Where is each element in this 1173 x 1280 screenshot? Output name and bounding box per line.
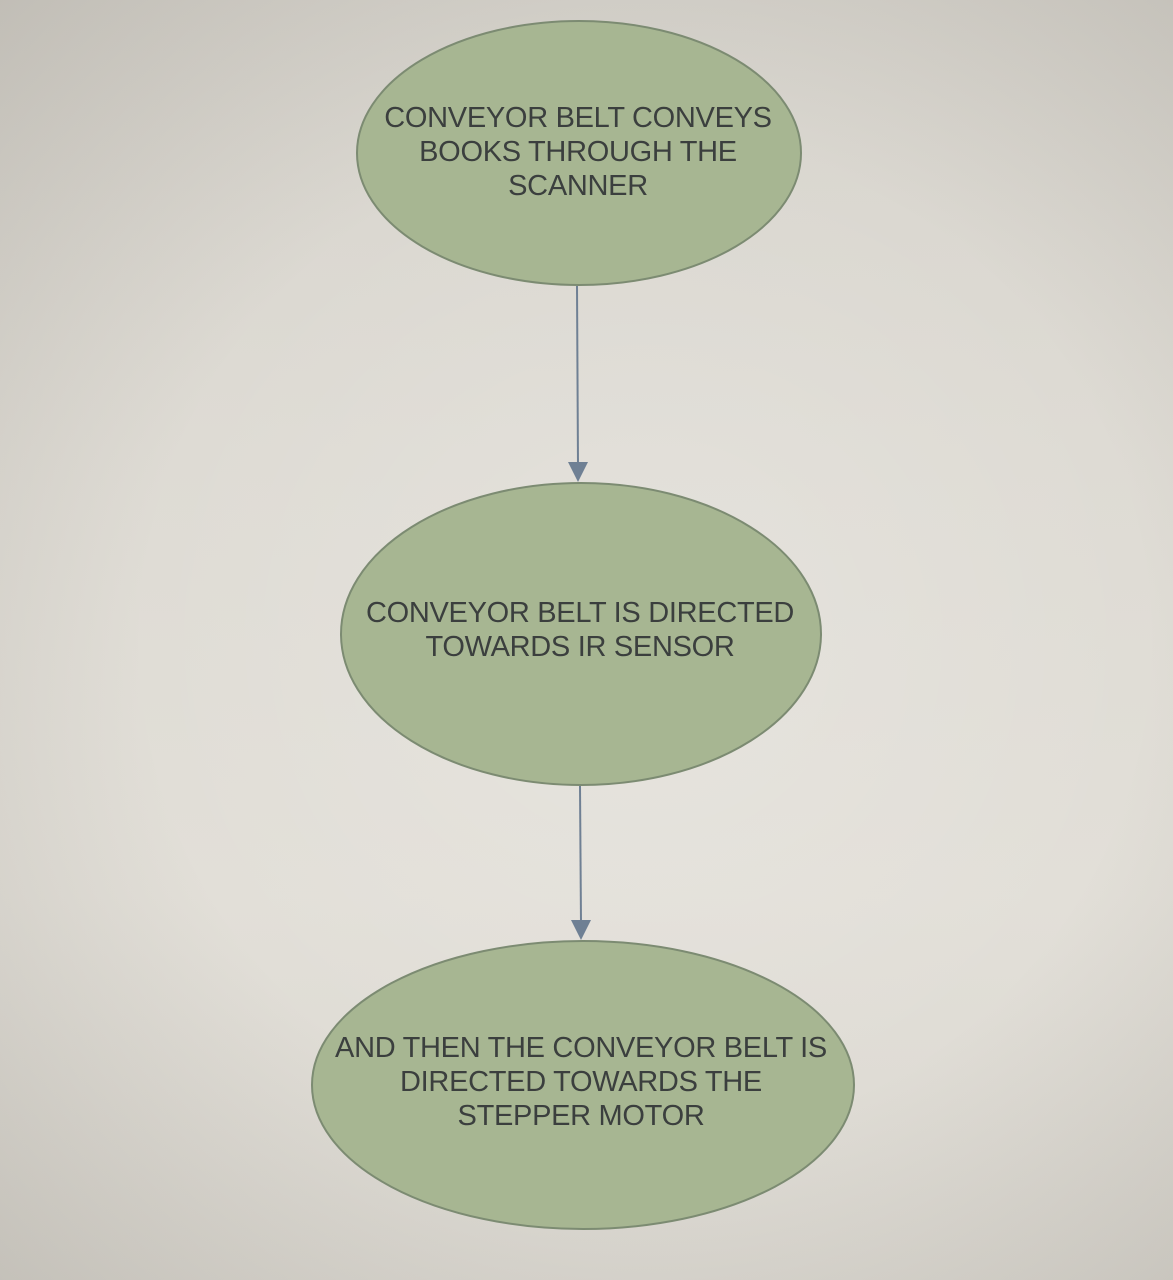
edge-n2-n3 [579, 785, 582, 925]
node-2-label: CONVEYOR BELT IS DIRECTED TOWARDS IR SEN… [365, 597, 795, 663]
arrowhead-n2-n3 [571, 920, 591, 940]
node-3-label: AND THEN THE CONVEYOR BELT IS DIRECTED T… [335, 1032, 827, 1132]
node-1-label: CONVEYOR BELT CONVEYS BOOKS THROUGH THE … [384, 102, 772, 202]
edge-n1-n2 [576, 285, 579, 467]
node-3 [311, 940, 855, 1230]
node-1 [356, 20, 802, 286]
arrowhead-n1-n2 [568, 462, 588, 482]
node-2 [340, 482, 822, 786]
